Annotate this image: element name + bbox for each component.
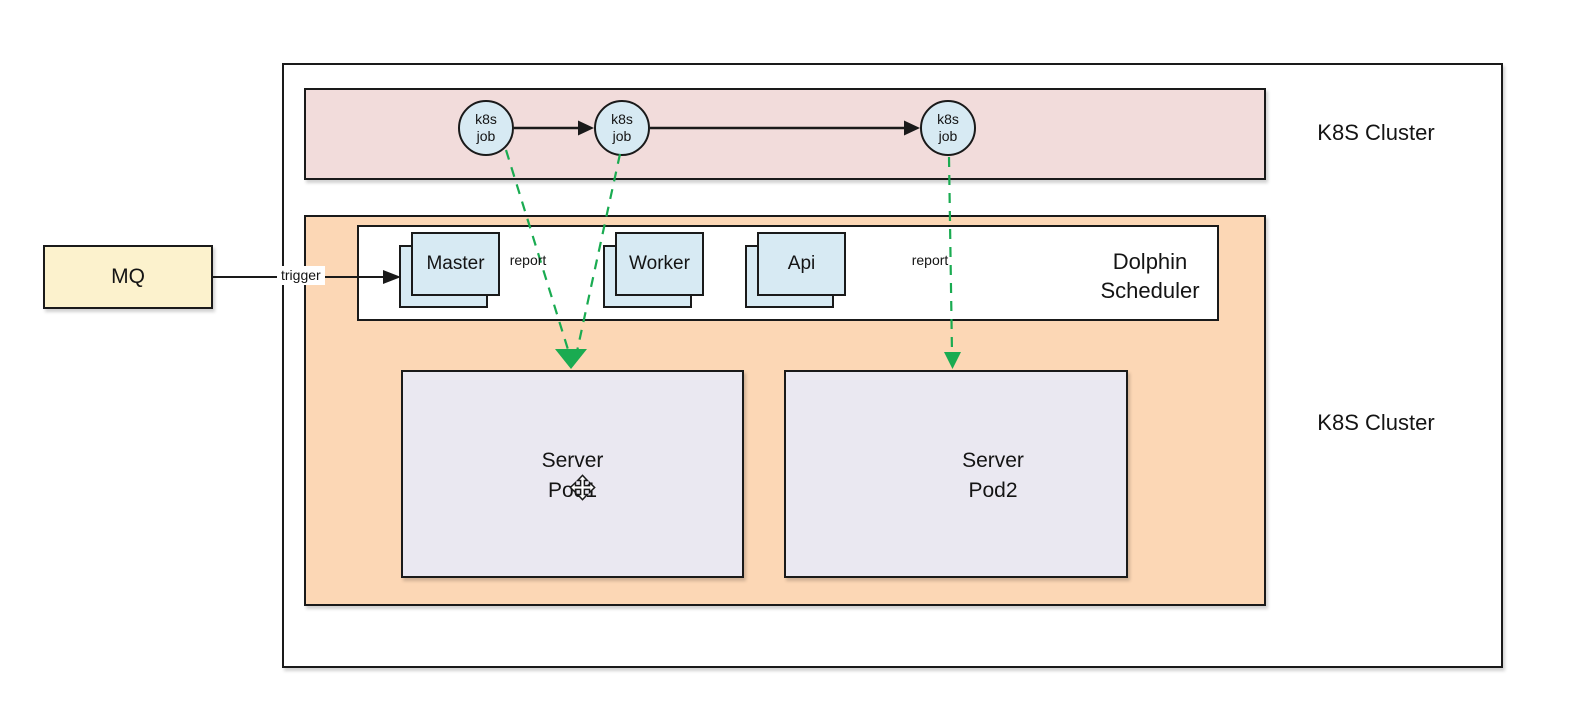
- k8s-job-1-line2: job: [476, 128, 496, 144]
- k8s-cluster-label-bottom[interactable]: K8S Cluster: [1317, 410, 1435, 435]
- k8s-job-circle-1[interactable]: k8s job: [458, 100, 514, 156]
- server-pod2-box[interactable]: Server Pod2: [784, 370, 1128, 578]
- k8s-cluster-label-top[interactable]: K8S Cluster: [1317, 120, 1435, 145]
- report-label-right[interactable]: report: [911, 252, 949, 268]
- k8s-job-2-line1: k8s: [611, 111, 633, 127]
- k8s-job-3-line1: k8s: [937, 111, 959, 127]
- k8s-job-circle-2[interactable]: k8s job: [594, 100, 650, 156]
- worker-front-card: Worker: [615, 232, 704, 296]
- k8s-job-1-line1: k8s: [475, 111, 497, 127]
- master-label: Master: [426, 253, 485, 274]
- server-pod1-box[interactable]: Server Pod1: [401, 370, 744, 578]
- server-pod2-label-line2: Pod2: [968, 479, 1018, 502]
- server-pod2-label: Server Pod2: [823, 446, 1163, 506]
- trigger-label[interactable]: trigger: [277, 266, 325, 285]
- worker-node[interactable]: Worker: [603, 232, 704, 308]
- api-label: Api: [787, 253, 816, 274]
- k8s-job-3-line2: job: [938, 128, 958, 144]
- mq-box[interactable]: MQ: [43, 245, 213, 309]
- report-label-left[interactable]: report: [509, 252, 547, 268]
- master-node[interactable]: Master: [399, 232, 500, 308]
- worker-label: Worker: [629, 253, 690, 274]
- mq-label: MQ: [111, 265, 145, 288]
- k8s-job-lane[interactable]: [304, 88, 1266, 180]
- dolphin-scheduler-label-line1: Dolphin: [1112, 249, 1188, 274]
- move-cursor-icon: [569, 474, 596, 501]
- server-pod2-label-line1: Server: [962, 449, 1024, 472]
- master-front-card: Master: [411, 232, 500, 296]
- api-node[interactable]: Api: [745, 232, 846, 308]
- k8s-job-2-line2: job: [612, 128, 632, 144]
- dolphin-scheduler-label[interactable]: Dolphin Scheduler: [1050, 247, 1250, 305]
- server-pod1-label-line1: Server: [541, 449, 604, 472]
- api-front-card: Api: [757, 232, 846, 296]
- k8s-job-circle-3[interactable]: k8s job: [920, 100, 976, 156]
- dolphin-scheduler-label-line2: Scheduler: [1100, 278, 1200, 303]
